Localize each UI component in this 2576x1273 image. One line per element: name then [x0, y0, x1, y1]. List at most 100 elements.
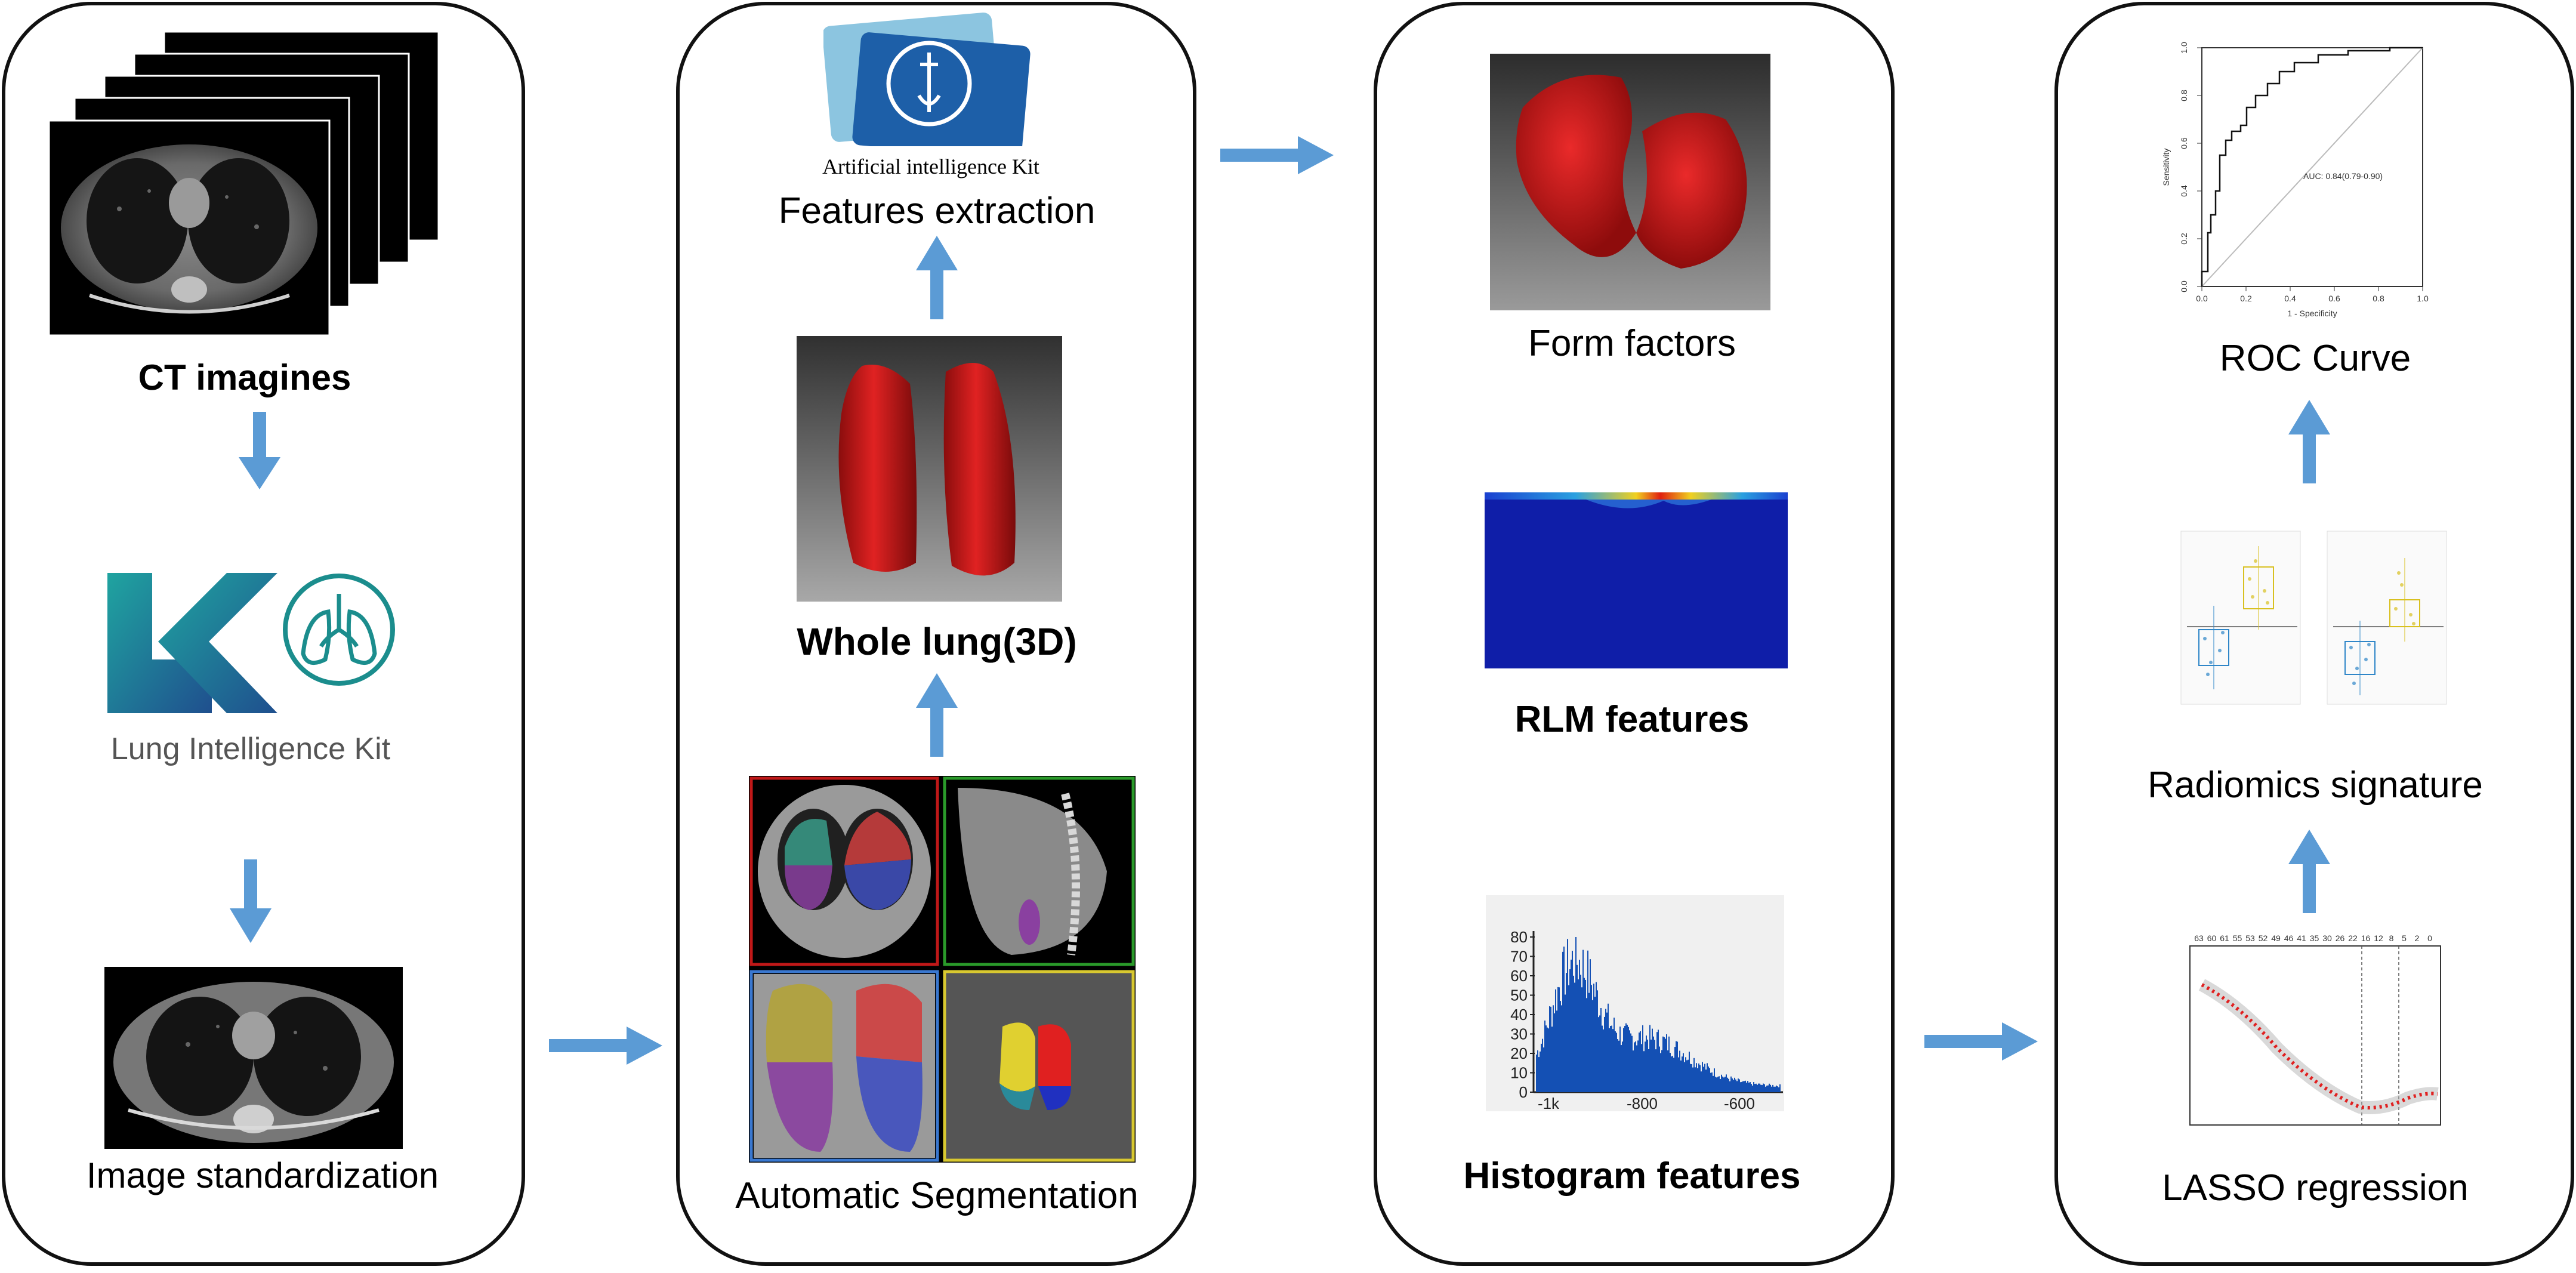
roc-xtick: 0.4	[2284, 294, 2296, 303]
hist-bar	[1635, 1041, 1636, 1092]
hist-bar	[1555, 989, 1556, 1092]
hist-bar	[1548, 1028, 1549, 1092]
hist-bar	[1600, 1007, 1602, 1092]
standardized-ct-image	[104, 967, 403, 1149]
hist-bar	[1732, 1078, 1733, 1092]
hist-bar	[1580, 975, 1581, 1092]
hist-bar	[1609, 1028, 1610, 1092]
roc-xlabel: 1 - Specificity	[2287, 309, 2337, 318]
roc-ytick: 0.0	[2179, 281, 2189, 292]
hist-bar	[1566, 973, 1567, 1092]
hist-bar	[1733, 1080, 1734, 1092]
hist-bar	[1651, 1039, 1652, 1092]
hist-bar	[1624, 1026, 1625, 1092]
hist-bar	[1693, 1058, 1695, 1092]
hist-bar	[1772, 1084, 1773, 1092]
hist-bar	[1767, 1085, 1769, 1092]
hist-bar	[1596, 982, 1597, 1092]
hist-bar	[1562, 951, 1563, 1092]
arrow-right-icon	[549, 1027, 662, 1065]
hist-bar	[1739, 1079, 1740, 1092]
roc-ytick: 0.4	[2179, 185, 2189, 197]
hist-bar	[1565, 994, 1566, 1092]
hist-bar	[1777, 1086, 1778, 1092]
hist-bar	[1629, 1030, 1630, 1092]
hist-bar	[1662, 1036, 1664, 1092]
hist-ytick: 0	[1519, 1083, 1528, 1101]
lasso-top-label: 55	[2233, 933, 2242, 943]
lasso-top-label: 53	[2245, 933, 2255, 943]
hist-bar	[1695, 1067, 1696, 1092]
hist-bar	[1598, 1017, 1599, 1092]
hist-bar	[1698, 1063, 1699, 1092]
hist-bar	[1678, 1057, 1679, 1092]
hist-bar	[1673, 1058, 1674, 1092]
hist-bar	[1628, 1027, 1629, 1092]
lasso-top-label: 52	[2259, 933, 2268, 943]
hist-bar	[1606, 1012, 1608, 1092]
hist-ytick: 50	[1510, 987, 1528, 1004]
roc-ytick: 0.2	[2179, 233, 2189, 245]
automatic-segmentation-views	[749, 776, 1136, 1163]
hist-bar	[1550, 1006, 1551, 1092]
hist-bar	[1723, 1077, 1724, 1092]
hist-bar	[1660, 1053, 1661, 1092]
arrow-right-icon	[1220, 136, 1334, 174]
hist-bar	[1750, 1082, 1751, 1092]
hist-bar	[1765, 1086, 1766, 1092]
hist-bar	[1551, 1027, 1553, 1092]
hist-bar	[1567, 939, 1568, 1092]
roc-ytick: 1.0	[2179, 42, 2189, 54]
form-factors-render	[1490, 54, 1770, 310]
hist-bar	[1659, 1046, 1660, 1092]
hist-bar	[1602, 1025, 1603, 1092]
hist-bar	[1687, 1059, 1689, 1092]
hist-bar	[1711, 1072, 1713, 1092]
hist-bar	[1608, 1003, 1609, 1092]
hist-bar	[1563, 947, 1565, 1092]
whole-lung-3d-render	[797, 336, 1062, 602]
hist-bar	[1740, 1082, 1741, 1092]
hist-bar	[1547, 1027, 1548, 1092]
hist-bar	[1542, 1038, 1543, 1092]
hist-ytick: 60	[1510, 967, 1528, 985]
hist-bar	[1545, 1025, 1547, 1092]
hist-bar	[1707, 1063, 1708, 1092]
hist-bar	[1642, 1025, 1643, 1092]
roc-xtick: 0.0	[2196, 294, 2208, 303]
hist-bar	[1553, 1005, 1554, 1092]
hist-bar	[1677, 1041, 1678, 1092]
hist-bar	[1674, 1047, 1676, 1092]
lasso-top-label: 41	[2297, 933, 2306, 943]
hist-bar	[1715, 1077, 1716, 1092]
hist-bar	[1697, 1068, 1698, 1092]
hist-bar	[1649, 1025, 1651, 1092]
lasso-top-label: 8	[2389, 933, 2394, 943]
lasso-top-label: 46	[2284, 933, 2294, 943]
lasso-top-label: 12	[2374, 933, 2383, 943]
hist-bar	[1569, 969, 1571, 1092]
label-radiomics-signature: Radiomics signature	[2148, 765, 2483, 806]
hist-bar	[1630, 1033, 1631, 1092]
hist-bar	[1769, 1083, 1770, 1092]
hist-bar	[1691, 1064, 1692, 1092]
hist-bar	[1573, 975, 1574, 1092]
hist-bar	[1748, 1083, 1750, 1092]
hist-bar	[1668, 1036, 1670, 1092]
hist-bar	[1655, 1049, 1656, 1092]
hist-bar	[1741, 1081, 1742, 1092]
hist-bar	[1745, 1080, 1746, 1092]
hist-bar	[1652, 1028, 1653, 1092]
hist-bar	[1665, 1038, 1666, 1092]
hist-bar	[1752, 1085, 1753, 1092]
hist-bar	[1713, 1075, 1714, 1092]
hist-bar	[1592, 1000, 1593, 1092]
hist-bar	[1736, 1081, 1738, 1092]
hist-bar	[1730, 1076, 1732, 1092]
hist-bar	[1612, 1029, 1614, 1092]
hist-bar	[1653, 1036, 1654, 1092]
hist-bar	[1721, 1074, 1722, 1092]
hist-bar	[1729, 1081, 1730, 1092]
hist-bar	[1582, 950, 1584, 1092]
hist-bar	[1689, 1052, 1690, 1092]
